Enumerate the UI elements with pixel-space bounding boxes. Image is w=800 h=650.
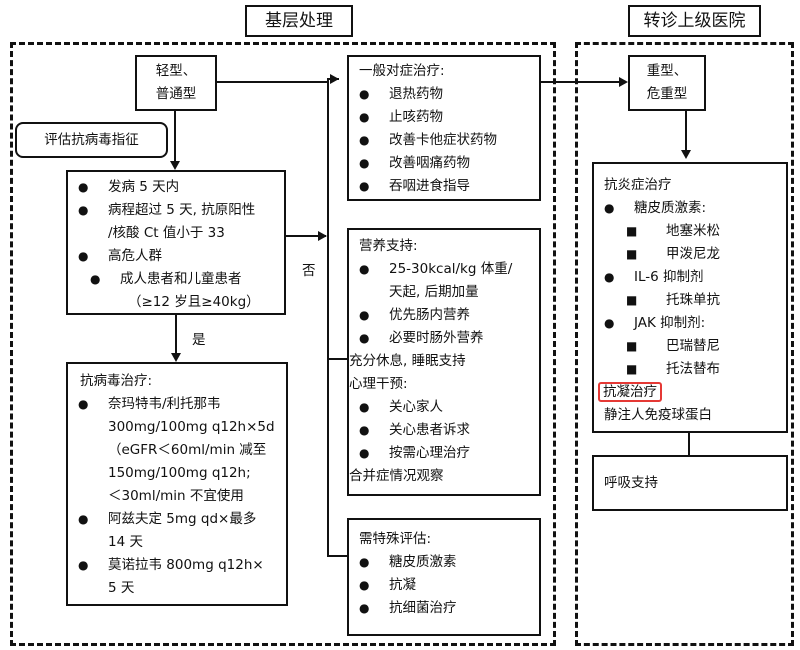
connector <box>175 314 177 354</box>
connector <box>174 111 176 163</box>
comorbidity-text: 合并症情况观察 <box>349 468 444 484</box>
connector <box>286 235 326 237</box>
criteria-item: 病程超过 5 天, 抗原阳性 <box>68 199 284 222</box>
ivig-text: 静注人免疫球蛋白 <box>604 407 712 423</box>
nutrition-title: 营养支持: <box>359 238 418 254</box>
drug-class: 糖皮质激素: <box>594 197 786 220</box>
antiviral-item: 奈玛特韦/利托那韦 <box>68 393 286 416</box>
connector <box>685 111 687 151</box>
anti-inflammatory-box: 抗炎症治疗 糖皮质激素: 地塞米松 甲泼尼龙 IL-6 抑制剂 托珠单抗 JAK… <box>592 162 788 433</box>
antiviral-text: 5 天 <box>108 580 135 596</box>
nutrition-item: 必要时肠外营养 <box>349 327 539 350</box>
connector <box>327 358 347 360</box>
assess-box: 评估抗病毒指征 <box>15 122 168 158</box>
connector <box>327 78 329 556</box>
arrow-down <box>170 161 180 170</box>
special-item: 抗细菌治疗 <box>349 597 539 620</box>
nutrition-text: 天起, 后期加量 <box>389 284 479 300</box>
psych-title: 心理干预: <box>349 376 408 392</box>
general-item: 改善咽痛药物 <box>349 152 539 175</box>
antiviral-box: 抗病毒治疗: 奈玛特韦/利托那韦 300mg/100mg q12h×5d （eG… <box>66 362 288 606</box>
special-eval-box: 需特殊评估: 糖皮质激素 抗凝 抗细菌治疗 <box>347 518 541 636</box>
primary-care-region <box>10 42 556 646</box>
anticoag-text: 抗凝治疗 <box>598 381 786 404</box>
antiviral-item: 阿兹夫定 5mg qd×最多 <box>68 508 286 531</box>
arrow-down <box>171 353 181 362</box>
antiviral-title: 抗病毒治疗: <box>80 373 153 389</box>
connector <box>541 81 621 83</box>
antiinflam-title: 抗炎症治疗 <box>604 177 672 193</box>
criteria-item-cont: /核酸 Ct 值小于 33 <box>108 225 225 241</box>
special-item: 糖皮质激素 <box>349 551 539 574</box>
mild-label-1: 轻型、 <box>155 63 197 79</box>
criteria-subitem-cont: （≥12 岁且≥40kg） <box>128 294 260 310</box>
severe-label-2: 危重型 <box>646 86 688 102</box>
connector <box>688 433 690 455</box>
general-item: 止咳药物 <box>349 106 539 129</box>
antiviral-text: （eGFR＜60ml/min 减至 <box>108 442 267 458</box>
connector <box>327 555 347 557</box>
arrow-right <box>330 74 339 84</box>
drug-item: 托法替布 <box>594 358 786 381</box>
general-item: 改善卡他症状药物 <box>349 129 539 152</box>
connector <box>217 81 327 83</box>
antiviral-text: 14 天 <box>108 534 143 550</box>
general-item: 吞咽进食指导 <box>349 175 539 198</box>
general-treatment-box: 一般对症治疗: 退热药物 止咳药物 改善卡他症状药物 改善咽痛药物 吞咽进食指导 <box>347 55 541 201</box>
psych-item: 关心家人 <box>349 396 539 419</box>
drug-item: 托珠单抗 <box>594 289 786 312</box>
antiviral-item: 莫诺拉韦 800mg q12h× <box>68 554 286 577</box>
antiviral-text: 300mg/100mg q12h×5d <box>108 419 275 435</box>
drug-item: 巴瑞替尼 <box>594 335 786 358</box>
criteria-item: 高危人群 <box>68 245 284 268</box>
general-item: 退热药物 <box>349 83 539 106</box>
nutrition-box: 营养支持: 25-30kcal/kg 体重/ 天起, 后期加量 优先肠内营养 必… <box>347 228 541 496</box>
severe-box: 重型、危重型 <box>628 55 706 111</box>
antiviral-text: ＜30ml/min 不宜使用 <box>108 488 244 504</box>
anticoag-highlight: 抗凝治疗 <box>598 382 662 402</box>
yes-label: 是 <box>192 332 206 348</box>
nutrition-item: 优先肠内营养 <box>349 304 539 327</box>
respiratory-support-box: 呼吸支持 <box>592 455 788 511</box>
criteria-item: 发病 5 天内 <box>68 176 284 199</box>
antiviral-text: 150mg/100mg q12h; <box>108 465 251 481</box>
referral-region <box>575 42 794 646</box>
drug-class: IL-6 抑制剂 <box>594 266 786 289</box>
special-item: 抗凝 <box>349 574 539 597</box>
general-title: 一般对症治疗: <box>359 63 445 79</box>
mild-box: 轻型、普通型 <box>135 55 217 111</box>
rest-text: 充分休息, 睡眠支持 <box>349 353 466 369</box>
mild-label-2: 普通型 <box>155 86 197 102</box>
nutrition-item: 25-30kcal/kg 体重/ <box>349 258 539 281</box>
no-label: 否 <box>302 263 316 279</box>
criteria-subitem: 成人患者和儿童患者 <box>68 268 284 291</box>
psych-item: 按需心理治疗 <box>349 442 539 465</box>
special-title: 需特殊评估: <box>359 531 432 547</box>
psych-item: 关心患者诉求 <box>349 419 539 442</box>
drug-class: JAK 抑制剂: <box>594 312 786 335</box>
arrow-right <box>318 231 327 241</box>
criteria-box: 发病 5 天内 病程超过 5 天, 抗原阳性 /核酸 Ct 值小于 33 高危人… <box>66 170 286 315</box>
primary-care-title: 基层处理 <box>245 5 353 37</box>
drug-item: 地塞米松 <box>594 220 786 243</box>
referral-title: 转诊上级医院 <box>628 5 761 37</box>
arrow-down <box>681 150 691 159</box>
severe-label-1: 重型、 <box>646 63 688 79</box>
arrow-right <box>619 77 628 87</box>
drug-item: 甲泼尼龙 <box>594 243 786 266</box>
